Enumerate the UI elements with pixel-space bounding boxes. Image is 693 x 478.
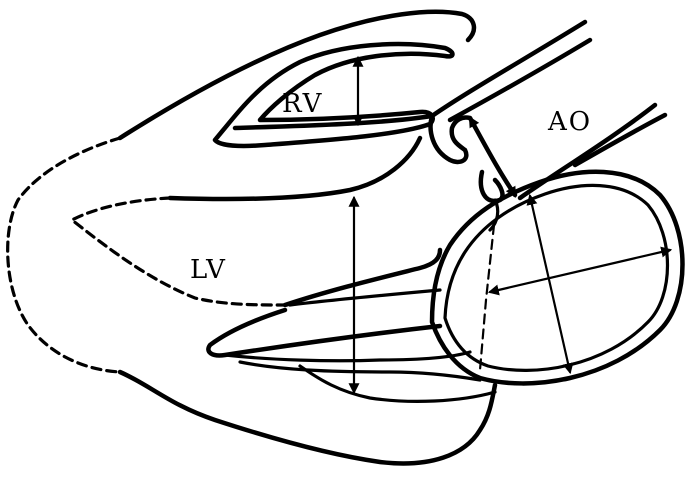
ao-measure-line xyxy=(468,116,517,198)
aorta-anterior-wall-1 xyxy=(429,19,588,119)
la-dashed-line xyxy=(478,223,496,372)
left-atrium-outer xyxy=(429,169,685,386)
outer-contour-top xyxy=(117,9,477,141)
outer-contour-bottom xyxy=(117,369,498,466)
rv-cavity xyxy=(212,41,455,149)
aortic-cusp-knob xyxy=(478,169,505,204)
papillary-line xyxy=(238,360,482,382)
aorta-posterior-wall-1 xyxy=(517,102,658,201)
aortic-root-hook xyxy=(428,113,473,165)
outer-contour-apex xyxy=(6,136,122,374)
lv-lower-wall xyxy=(282,247,443,308)
ao-la-junction xyxy=(488,198,500,232)
label-rv: RV xyxy=(282,89,323,119)
lv-upper-wall xyxy=(167,135,423,202)
la-measure-horizontal xyxy=(487,246,673,296)
mitral-leaflet-lower xyxy=(223,350,472,363)
septum-top xyxy=(232,113,435,131)
la-measure-vertical xyxy=(526,193,574,375)
left-atrium-inner xyxy=(443,183,670,372)
aorta-posterior-wall-2 xyxy=(572,112,668,168)
lv-posterior-wall xyxy=(206,307,443,358)
label-ao: AO xyxy=(547,107,592,137)
lower-chamber-line xyxy=(298,364,497,403)
label-lv: LV xyxy=(190,255,227,285)
lv-apex xyxy=(70,196,287,307)
aorta-anterior-wall-2 xyxy=(447,37,593,123)
